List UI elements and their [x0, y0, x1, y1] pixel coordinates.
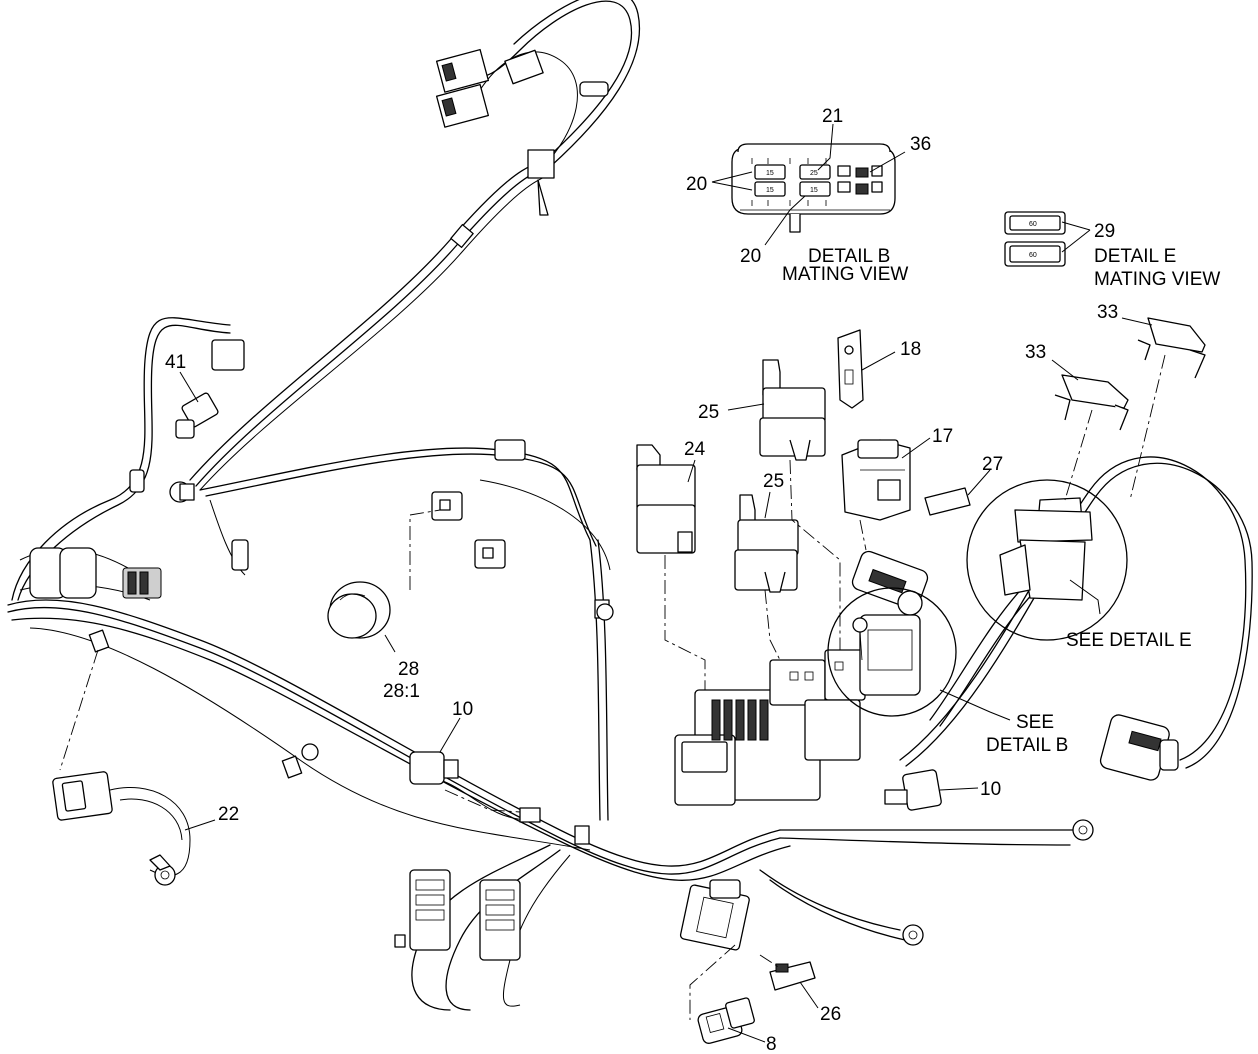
ring-terminals [902, 819, 1094, 946]
assembly-dashed-lines [59, 354, 1166, 1020]
cap-28 [327, 581, 391, 639]
callout-22: 22 [218, 804, 239, 825]
connector-10-right [884, 769, 942, 811]
callout-10-right: 10 [980, 779, 1001, 800]
callout-25-lower: 25 [763, 471, 784, 492]
callout-25-upper: 25 [698, 402, 719, 423]
callout-28: 28 [398, 659, 419, 680]
callout-33-left: 33 [1025, 342, 1046, 363]
connector-right-end [1099, 714, 1179, 781]
fuse-60b: 60 [1029, 252, 1037, 259]
bottom-center-connector [679, 879, 750, 951]
detail-b-subtitle: MATING VIEW [782, 264, 908, 285]
callout-21: 21 [822, 106, 843, 127]
detail-e-subtitle: MATING VIEW [1094, 269, 1220, 290]
fuse-15c: 15 [810, 187, 818, 194]
callout-18: 18 [900, 339, 921, 360]
bottom-large-connectors [394, 869, 521, 961]
callout-28-1: 28:1 [383, 681, 420, 702]
connector-8 [697, 997, 755, 1044]
callout-20-upper: 20 [686, 174, 707, 195]
detail-e-title: DETAIL E [1094, 246, 1176, 267]
callout-labels: 21 36 20 20 DETAIL B MATING VIEW 29 DETA… [165, 106, 1220, 1054]
fuse-25: 25 [810, 170, 818, 177]
callout-29: 29 [1094, 221, 1115, 242]
relay-24 [636, 444, 696, 554]
detail-e-circle [966, 479, 1128, 641]
fuse-15a: 15 [766, 170, 774, 177]
detail-b-mating-view: 15 15 25 15 [731, 143, 896, 233]
detail-b-connector [851, 550, 929, 696]
see-detail-b-line1: SEE [1016, 712, 1054, 733]
harness-clips [88, 223, 614, 845]
cover-17 [841, 439, 911, 521]
bracket-18 [837, 329, 864, 409]
callout-41: 41 [165, 352, 186, 373]
leader-lines [179, 123, 1153, 1043]
relay-25-upper [759, 359, 826, 461]
fuse-15b: 15 [766, 187, 774, 194]
callout-24: 24 [684, 439, 706, 460]
small-connectors-center [431, 439, 526, 569]
connector-41 [129, 339, 249, 571]
callout-27: 27 [982, 454, 1003, 475]
top-dual-connectors [435, 48, 609, 216]
main-fuse-box [674, 649, 866, 806]
callout-17: 17 [932, 426, 953, 447]
callout-36: 36 [910, 134, 931, 155]
callout-33-right: 33 [1097, 302, 1118, 323]
clip-26 [769, 961, 816, 991]
bracket-33-left [1054, 374, 1129, 431]
detail-e-mating-view: 60 60 [1004, 211, 1066, 267]
detail-b-circle [827, 587, 957, 717]
callout-20-lower: 20 [740, 246, 761, 267]
label-27 [924, 487, 971, 516]
relay-25-lower [734, 494, 799, 593]
left-connector-cluster [29, 547, 162, 599]
fuse-60a: 60 [1029, 221, 1037, 228]
callout-10-middle: 10 [452, 699, 473, 720]
connector-10-middle [409, 751, 541, 823]
bracket-33-right [1137, 317, 1206, 379]
detail-b-title: DETAIL B [808, 246, 890, 267]
callout-8: 8 [766, 1034, 777, 1054]
see-detail-e: SEE DETAIL E [1066, 630, 1192, 651]
connector-22 [52, 771, 176, 886]
detail-e-connector [999, 497, 1093, 601]
callout-26: 26 [820, 1004, 841, 1025]
see-detail-b-line2: DETAIL B [986, 735, 1068, 756]
